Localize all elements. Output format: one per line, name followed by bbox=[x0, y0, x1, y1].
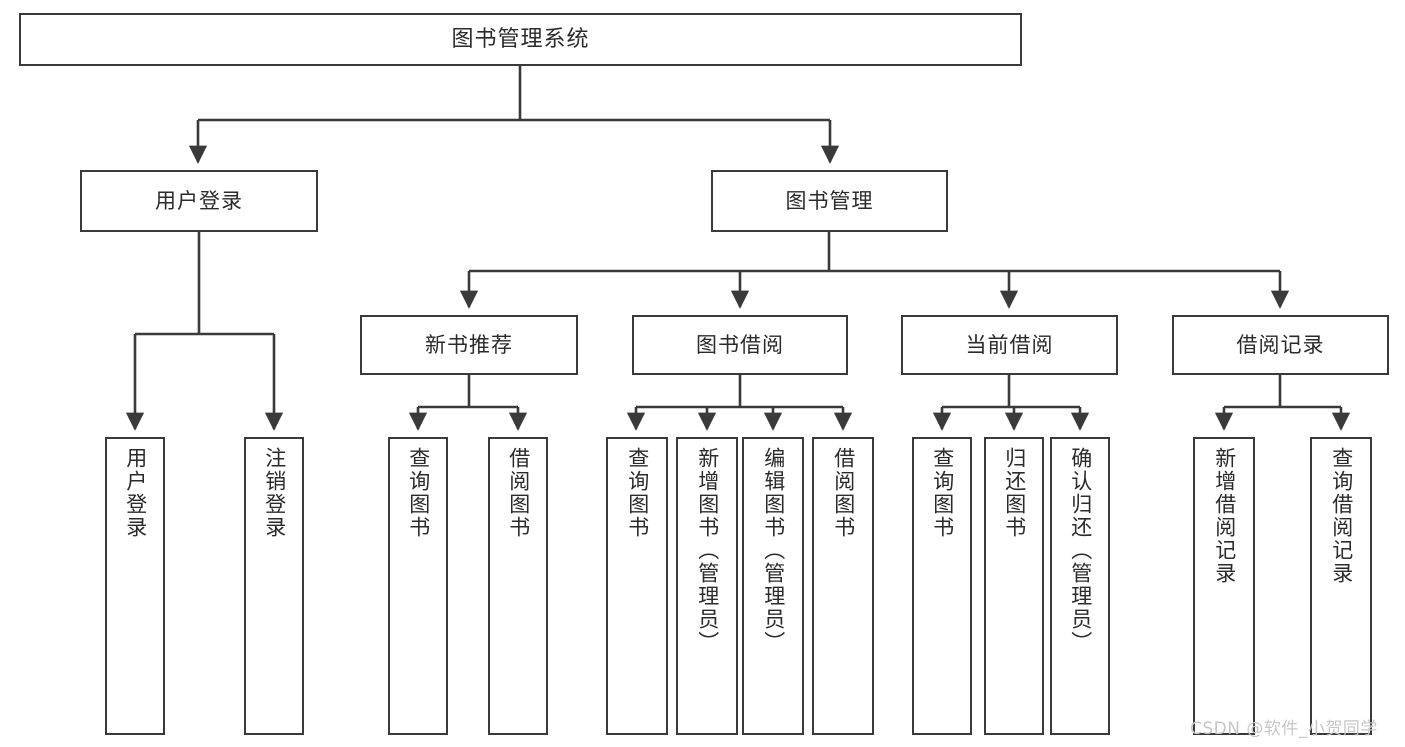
leaf-return-book[interactable]: 归还图书 bbox=[984, 437, 1044, 735]
node-borrow-record-label: 借阅记录 bbox=[1236, 332, 1325, 357]
leaf-return-book-label: 归还图书 bbox=[1002, 447, 1027, 539]
leaf-borrow-book-1[interactable]: 借阅图书 bbox=[488, 437, 548, 735]
leaf-query-record-label: 查询借阅记录 bbox=[1329, 447, 1354, 585]
leaf-logout-label: 注销登录 bbox=[262, 447, 287, 539]
leaf-add-book[interactable]: 新增图书（管理员） bbox=[676, 437, 738, 735]
node-book-manage-label: 图书管理 bbox=[785, 188, 874, 213]
leaf-query-book-2[interactable]: 查询图书 bbox=[606, 437, 668, 735]
leaf-borrow-book-1-label: 借阅图书 bbox=[506, 447, 531, 539]
leaf-user-login-label: 用户登录 bbox=[123, 447, 148, 539]
leaf-query-record[interactable]: 查询借阅记录 bbox=[1310, 437, 1372, 735]
leaf-borrow-book-2[interactable]: 借阅图书 bbox=[812, 437, 874, 735]
node-current-borrow[interactable]: 当前借阅 bbox=[901, 315, 1118, 375]
node-current-borrow-label: 当前借阅 bbox=[965, 332, 1054, 357]
leaf-query-book-3-label: 查询图书 bbox=[930, 447, 955, 539]
leaf-add-record-label: 新增借阅记录 bbox=[1212, 447, 1237, 585]
leaf-borrow-book-2-label: 借阅图书 bbox=[831, 447, 856, 539]
node-book-borrow[interactable]: 图书借阅 bbox=[632, 315, 848, 375]
leaf-add-record[interactable]: 新增借阅记录 bbox=[1193, 437, 1255, 735]
leaf-query-book-2-label: 查询图书 bbox=[625, 447, 650, 539]
node-borrow-record[interactable]: 借阅记录 bbox=[1172, 315, 1389, 375]
node-new-book-recommend-label: 新书推荐 bbox=[425, 332, 513, 357]
node-new-book-recommend[interactable]: 新书推荐 bbox=[360, 315, 578, 375]
leaf-edit-book[interactable]: 编辑图书（管理员） bbox=[742, 437, 804, 735]
node-root-label: 图书管理系统 bbox=[451, 26, 590, 52]
leaf-add-book-label: 新增图书（管理员） bbox=[695, 447, 720, 654]
node-user-login[interactable]: 用户登录 bbox=[80, 170, 318, 232]
leaf-user-login[interactable]: 用户登录 bbox=[105, 437, 165, 735]
leaf-logout[interactable]: 注销登录 bbox=[244, 437, 304, 735]
node-root-system[interactable]: 图书管理系统 bbox=[19, 13, 1022, 66]
node-book-manage[interactable]: 图书管理 bbox=[711, 170, 948, 232]
leaf-query-book-3[interactable]: 查询图书 bbox=[912, 437, 972, 735]
leaf-query-book-1[interactable]: 查询图书 bbox=[388, 437, 448, 735]
node-user-login-label: 用户登录 bbox=[155, 188, 243, 213]
node-book-borrow-label: 图书借阅 bbox=[696, 332, 784, 357]
leaf-edit-book-label: 编辑图书（管理员） bbox=[761, 447, 786, 654]
leaf-confirm-return[interactable]: 确认归还（管理员） bbox=[1050, 437, 1110, 735]
leaf-query-book-1-label: 查询图书 bbox=[406, 447, 431, 539]
leaf-confirm-return-label: 确认归还（管理员） bbox=[1068, 447, 1093, 654]
